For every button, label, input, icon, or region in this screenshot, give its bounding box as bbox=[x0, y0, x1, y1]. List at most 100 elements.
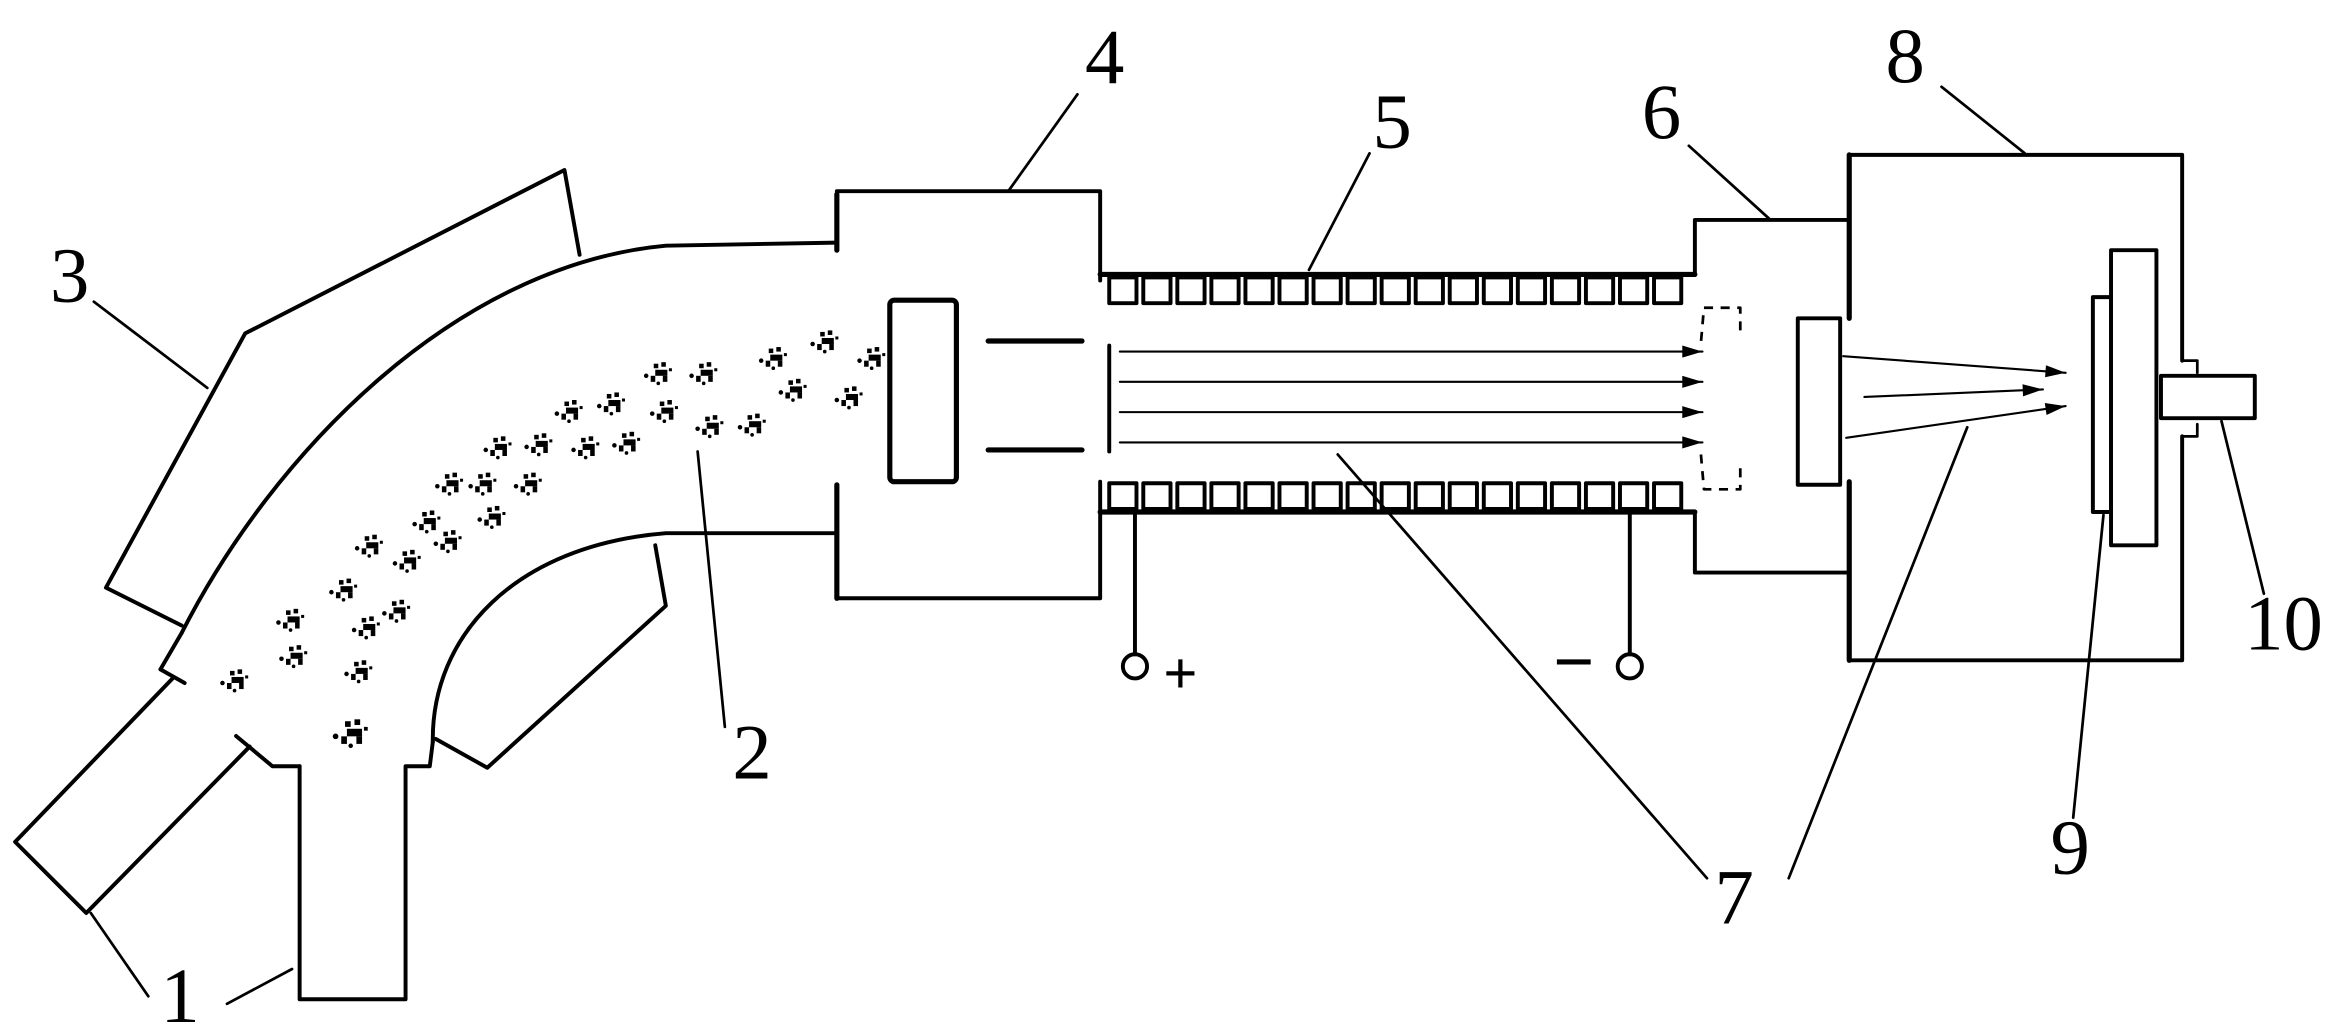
particle-cluster bbox=[554, 400, 583, 424]
coil-winding bbox=[1447, 481, 1479, 511]
leader-line-4 bbox=[1007, 92, 1079, 192]
particle-cluster bbox=[344, 660, 373, 684]
coil-winding bbox=[1413, 275, 1445, 306]
converging-arrow bbox=[1842, 355, 2067, 378]
particle-cluster bbox=[810, 330, 839, 354]
terminal-positive: + bbox=[1120, 510, 1198, 708]
coil-winding bbox=[1141, 275, 1173, 306]
callout-5: 5 bbox=[1373, 78, 1412, 165]
leader-line-2 bbox=[696, 450, 727, 729]
particle-cluster bbox=[220, 669, 249, 693]
callout-4: 4 bbox=[1085, 15, 1124, 102]
particle-cluster bbox=[392, 549, 421, 573]
coil-winding bbox=[1618, 275, 1650, 306]
coil-winding bbox=[1515, 275, 1548, 306]
coil-winding bbox=[1379, 481, 1411, 511]
coil-winding bbox=[1652, 275, 1684, 306]
callouts: 1 2 3 4 5 6 7 8 9 10 bbox=[50, 13, 2323, 1024]
callout-7: 7 bbox=[1715, 855, 1754, 942]
callout-8: 8 bbox=[1886, 13, 1925, 100]
coil-winding bbox=[1277, 481, 1309, 511]
particle-cluster bbox=[483, 436, 512, 460]
leader-line-1a bbox=[89, 911, 150, 998]
coil-winding bbox=[1175, 481, 1207, 511]
coil-winding bbox=[1549, 481, 1582, 511]
particle-cluster bbox=[737, 413, 766, 437]
terminal-negative-post bbox=[1615, 652, 1644, 681]
callout-2: 2 bbox=[732, 709, 771, 796]
coil-upper-row bbox=[1097, 271, 1698, 306]
coil-winding bbox=[1652, 481, 1684, 511]
extraction-electrode bbox=[887, 297, 959, 485]
particle-cluster bbox=[332, 719, 368, 749]
coil-winding bbox=[1243, 275, 1275, 306]
coil-winding bbox=[1311, 275, 1343, 306]
lower-magnet-pole bbox=[433, 543, 668, 770]
leader-line-6 bbox=[1687, 144, 1772, 222]
leader-line-3 bbox=[92, 300, 209, 390]
particle-cluster bbox=[758, 347, 787, 371]
dashed-bracket-lower bbox=[1699, 454, 1742, 491]
focused-beam bbox=[1842, 355, 2067, 439]
leader-line-1b bbox=[225, 967, 294, 1006]
particle-cluster bbox=[612, 431, 641, 455]
particle-cluster bbox=[596, 392, 625, 416]
particle-cluster bbox=[433, 530, 462, 554]
callout-1: 1 bbox=[160, 953, 199, 1024]
bent-tube-inner-wall bbox=[430, 531, 839, 744]
coil-winding bbox=[1209, 481, 1241, 511]
coil-winding bbox=[1447, 275, 1479, 306]
coil-winding bbox=[1379, 275, 1411, 306]
particle-cluster bbox=[513, 472, 542, 496]
callout-9: 9 bbox=[2051, 805, 2090, 892]
coil-winding bbox=[1515, 481, 1548, 511]
upper-magnet-pole bbox=[103, 168, 582, 628]
holder-shaft bbox=[2159, 373, 2257, 421]
leader-line-10 bbox=[2220, 419, 2266, 596]
coil-winding bbox=[1277, 275, 1309, 306]
terminal-negative-sign: − bbox=[1553, 621, 1594, 702]
target-plate bbox=[2090, 295, 2114, 514]
target-holder bbox=[2109, 248, 2159, 548]
particle-cluster bbox=[412, 510, 441, 534]
coil-winding bbox=[1618, 481, 1650, 511]
coil-lower-row bbox=[1097, 481, 1698, 515]
particle-cluster bbox=[857, 347, 886, 371]
coil-winding bbox=[1107, 275, 1139, 306]
coil-winding bbox=[1583, 275, 1616, 306]
particle-cluster bbox=[649, 400, 678, 424]
leader-line-9 bbox=[2071, 513, 2105, 820]
terminal-positive-sign: + bbox=[1163, 641, 1197, 708]
callout-3: 3 bbox=[50, 233, 89, 320]
ion-beam bbox=[1118, 345, 1704, 449]
coil-winding bbox=[1549, 275, 1582, 306]
coil-winding bbox=[1311, 481, 1343, 511]
particle-cluster bbox=[477, 505, 506, 529]
dashed-bracket-upper bbox=[1699, 306, 1742, 343]
bent-tube bbox=[179, 240, 839, 744]
particle-cluster bbox=[571, 436, 600, 460]
chamber-4 bbox=[834, 189, 1112, 601]
coil-winding bbox=[1243, 481, 1275, 511]
callout-6: 6 bbox=[1642, 69, 1681, 156]
particle-cluster bbox=[834, 386, 863, 410]
leader-line-7a bbox=[1336, 453, 1709, 880]
chamber-6 bbox=[1692, 217, 1852, 575]
coil-winding bbox=[1413, 481, 1445, 511]
particle-cluster bbox=[329, 578, 358, 602]
bent-tube-outer-wall bbox=[179, 240, 839, 636]
leader-line-5 bbox=[1307, 151, 1371, 272]
terminal-positive-post bbox=[1120, 652, 1150, 681]
inlet-tube-vertical bbox=[297, 740, 435, 1002]
particle-cluster bbox=[351, 616, 380, 640]
coil-winding bbox=[1345, 275, 1377, 306]
particle-cluster bbox=[468, 472, 497, 496]
chamber-8 bbox=[1846, 152, 2199, 663]
particle-cluster bbox=[695, 415, 724, 439]
particle-cluster bbox=[279, 645, 308, 669]
particle-cluster bbox=[382, 599, 411, 623]
converging-arrow bbox=[1845, 402, 2067, 439]
leader-line-7b bbox=[1787, 425, 1969, 880]
converging-arrow bbox=[1863, 384, 2044, 399]
